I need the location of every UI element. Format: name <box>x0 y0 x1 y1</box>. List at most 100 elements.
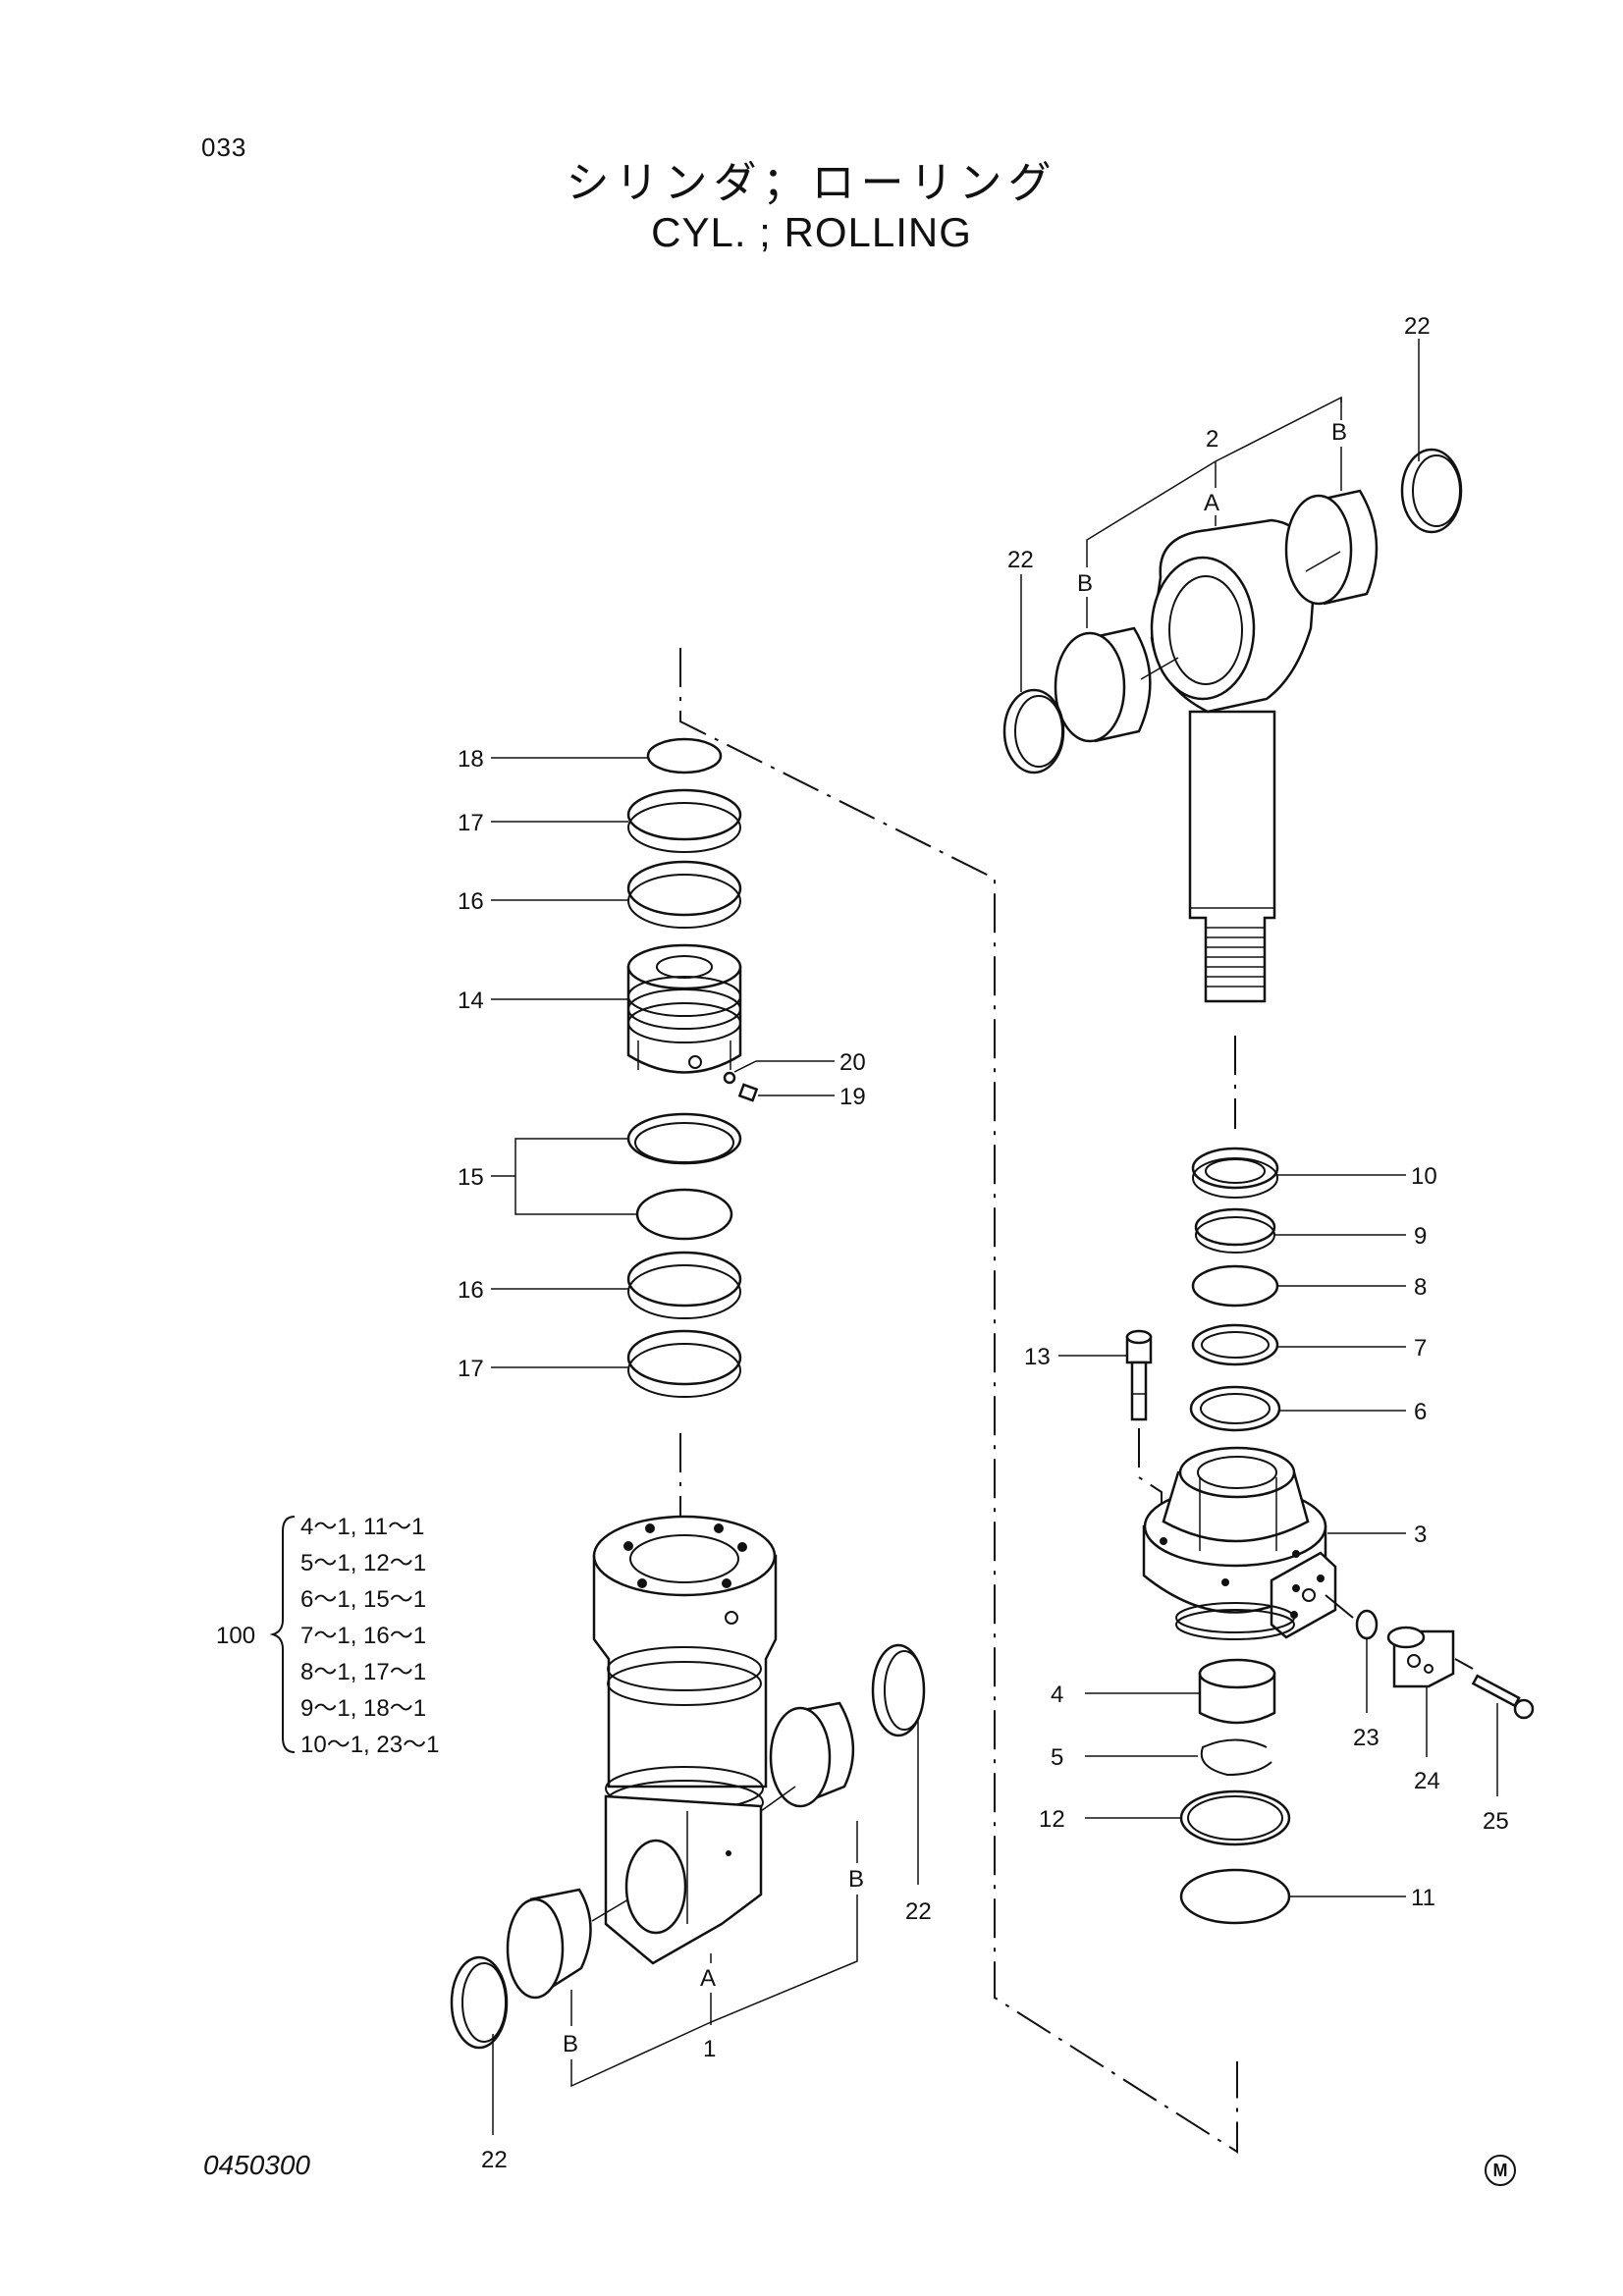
part-22-seal-upper-right <box>1400 448 1463 534</box>
callout-25: 25 <box>1483 1808 1509 1835</box>
kit-item-1: 4～1, 11～1 <box>300 1514 424 1540</box>
callout-3: 3 <box>1414 1522 1427 1548</box>
callout-19: 19 <box>839 1084 866 1110</box>
label-A-tube: A <box>700 1965 716 1992</box>
label-A-rod: A <box>1204 490 1219 516</box>
part-2-rod <box>1150 518 1316 1003</box>
part-10-dust-seal <box>1191 1147 1279 1199</box>
axis-line-bushing-left <box>591 1898 629 1922</box>
part-8-ring <box>1191 1264 1279 1308</box>
part-17-ring-top <box>626 788 742 841</box>
callout-23: 23 <box>1353 1725 1380 1751</box>
part-6-ring-inner <box>1200 1393 1271 1424</box>
part-16-ring-top <box>626 860 742 917</box>
part-25-bolt <box>1471 1674 1535 1720</box>
kit-item-2: 5～1, 12～1 <box>300 1550 426 1576</box>
bracket-2 <box>1086 396 1342 567</box>
part-22-seal-lower-left <box>450 1955 509 2050</box>
part-7-ring-inner <box>1201 1331 1270 1359</box>
part-20-ball <box>723 1071 736 1085</box>
axis-line-port <box>1325 1594 1354 1619</box>
callout-16-bottom: 16 <box>458 1277 484 1304</box>
part-17-ring-bottom-edge <box>627 1343 741 1398</box>
callout-24: 24 <box>1414 1768 1440 1794</box>
part-17-ring-bottom <box>626 1329 742 1386</box>
part-15-ring-b <box>635 1188 733 1241</box>
axis-line-rod-left <box>1140 657 1179 680</box>
label-B-right: B <box>848 1866 864 1893</box>
callout-14: 14 <box>458 988 484 1014</box>
part-12-ring-inner <box>1187 1795 1283 1841</box>
callout-18: 18 <box>458 746 484 773</box>
part-22-seal-upper-left <box>1002 688 1065 774</box>
part-1-cylinder-tube <box>592 1515 778 1965</box>
callout-6: 6 <box>1414 1399 1427 1425</box>
part-12-ring <box>1179 1789 1291 1846</box>
kit-item-6: 9～1, 18～1 <box>300 1695 426 1722</box>
part-24-check-body <box>1386 1626 1455 1688</box>
callout-22-lower-right: 22 <box>905 1898 932 1925</box>
callout-15: 15 <box>458 1164 484 1191</box>
callout-100: 100 <box>216 1623 255 1649</box>
callout-12: 12 <box>1039 1806 1065 1833</box>
axis-line-rod-right <box>1305 551 1341 572</box>
part-11-ring <box>1179 1868 1291 1925</box>
callout-22-lower-left: 22 <box>481 2147 508 2173</box>
callout-17-bottom: 17 <box>458 1356 484 1382</box>
callout-17-top: 17 <box>458 810 484 836</box>
kit-item-5: 8～1, 17～1 <box>300 1659 426 1685</box>
part-15-ring-a-inner <box>634 1122 734 1163</box>
callout-5: 5 <box>1051 1744 1063 1771</box>
callout-13: 13 <box>1024 1344 1051 1370</box>
label-B-rod-right: B <box>1331 419 1347 446</box>
part-13-bolt <box>1125 1329 1153 1421</box>
leader-20-diag <box>733 1060 757 1073</box>
page-number: 033 <box>201 133 247 162</box>
kit-100-brace <box>269 1516 296 1753</box>
callout-22-upper-left: 22 <box>1007 547 1034 573</box>
part-16-ring-bottom <box>626 1251 742 1308</box>
title-english: CYL. ; ROLLING <box>651 209 972 255</box>
label-B-left: B <box>563 2031 578 2057</box>
title-japanese: シリンダ；ローリング <box>566 158 1057 208</box>
kit-item-7: 10～1, 23～1 <box>300 1732 439 1758</box>
callout-4: 4 <box>1051 1682 1063 1708</box>
part-19-set-screw <box>737 1083 759 1102</box>
part-1-bushing-right <box>769 1701 855 1808</box>
kit-item-3: 6～1, 15～1 <box>300 1586 426 1613</box>
callout-8: 8 <box>1414 1274 1427 1301</box>
part-1-bushing-left <box>506 1888 592 2000</box>
part-16-ring-top-edge <box>627 874 741 929</box>
callout-1: 1 <box>703 2036 716 2062</box>
axis-line-bolt <box>1138 1428 1163 1556</box>
axis-line-bushing-right <box>760 1786 796 1812</box>
callout-2: 2 <box>1206 426 1218 453</box>
part-18-ring <box>646 737 723 774</box>
kit-item-4: 7～1, 16～1 <box>300 1623 426 1649</box>
part-17-ring-top-edge <box>627 802 741 853</box>
leader-15-bracket <box>514 1138 637 1215</box>
part-5-snap-ring <box>1200 1738 1272 1777</box>
part-2-bushing-right <box>1284 489 1379 606</box>
callout-9: 9 <box>1414 1223 1427 1250</box>
axis-line-bolt-25 <box>1454 1658 1474 1670</box>
part-3-cylinder-head <box>1142 1446 1337 1640</box>
part-16-ring-bottom-edge <box>627 1264 741 1319</box>
part-2-bushing-left <box>1054 626 1152 743</box>
part-9-ring <box>1194 1207 1276 1247</box>
manual-mark: M <box>1485 2155 1516 2186</box>
part-15-ring-a <box>626 1112 742 1165</box>
callout-16-top: 16 <box>458 888 484 915</box>
callout-10: 10 <box>1411 1163 1437 1190</box>
assembly-frame-line <box>679 648 1238 2154</box>
part-23-o-ring <box>1355 1609 1379 1640</box>
part-4-bushing <box>1198 1658 1276 1725</box>
part-14-piston <box>626 943 742 1074</box>
drawing-number: 0450300 <box>203 2150 311 2180</box>
callout-7: 7 <box>1414 1335 1427 1362</box>
callout-22-upper-right: 22 <box>1404 313 1431 340</box>
callout-11: 11 <box>1411 1885 1435 1911</box>
part-22-seal-lower-right <box>871 1643 926 1737</box>
